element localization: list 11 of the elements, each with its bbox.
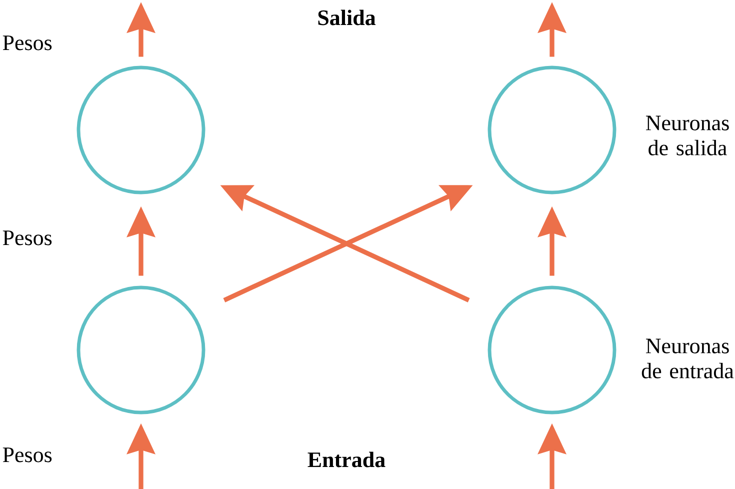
text-label: Pesos [2, 448, 52, 462]
neuron-circle [488, 66, 616, 194]
layer-label: Neuronas de entrada [642, 338, 734, 378]
neuron-circle [76, 286, 206, 414]
layer-label: Neuronas de salida [646, 116, 729, 156]
neuron-circle [488, 286, 616, 414]
neuron-circle [76, 66, 206, 194]
text-label: Pesos [2, 36, 52, 50]
heading: Salida [318, 10, 376, 26]
heading: Entrada [308, 452, 386, 468]
text-label: Pesos [2, 230, 52, 246]
